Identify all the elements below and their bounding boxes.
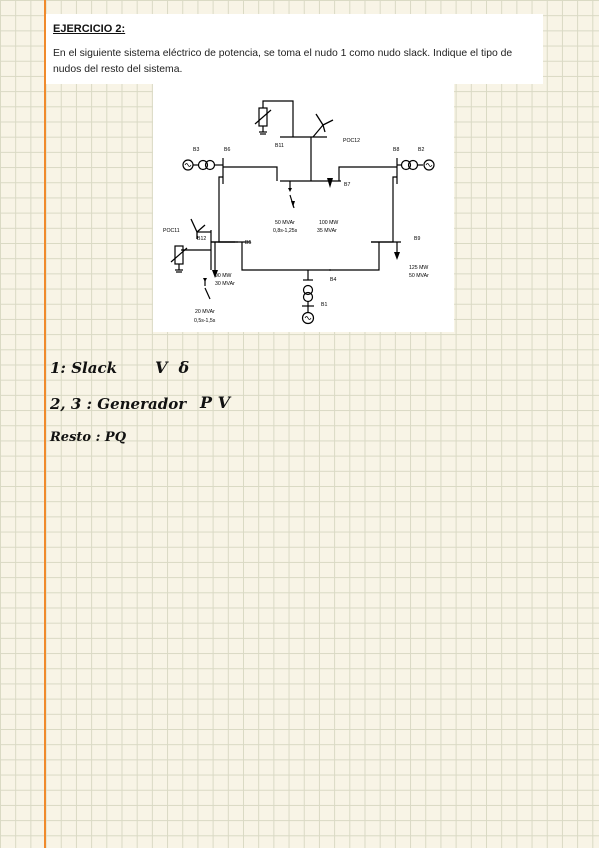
handwritten-rest-line: Resto : PQ <box>50 430 127 445</box>
bus-label-b2: B2 <box>418 147 424 153</box>
b9-load-mw: 125 MW <box>409 265 428 271</box>
bus-label-b12: B11 <box>275 143 284 149</box>
exercise-statement: En el siguiente sistema eléctrico de pot… <box>53 48 513 75</box>
bus-label-b9: B9 <box>414 236 420 242</box>
b9-load-mvar: 50 MVAr <box>409 273 429 279</box>
handwritten-generator-marks: P V <box>200 393 231 412</box>
notebook-margin-line <box>44 0 46 848</box>
handwritten-generator-line: 2, 3 : Generador <box>50 395 187 413</box>
b5-switched-time: 0,5s-1,5s <box>194 318 216 324</box>
bus-label-b5: B5 <box>245 240 251 246</box>
b7-load-mvar: 35 MVAr <box>317 228 337 234</box>
exercise-heading: EJERCICIO 2: <box>53 23 126 35</box>
handwritten-slack-line: 1: Slack <box>50 359 117 377</box>
bus-label-b6: B6 <box>224 147 230 153</box>
bus-label-b8: B8 <box>393 147 399 153</box>
poc12-label: POC12 <box>343 138 360 144</box>
b7-switched-mvar: 50 MVAr <box>275 220 295 226</box>
b5-load-mw: 90 MW <box>215 273 232 279</box>
b7-switched-time: 0,8s-1,25s <box>273 228 298 234</box>
bus-label-b11: B12 <box>197 236 206 242</box>
poc11-label: POC11 <box>163 228 180 234</box>
bus-label-b4: B4 <box>330 277 336 283</box>
b5-load-mvar: 30 MVAr <box>215 281 235 287</box>
b5-switched-mvar: 20 MVAr <box>195 309 215 315</box>
bus-label-b1: B1 <box>321 302 327 308</box>
exercise-box: EJERCICIO 2: En el siguiente sistema elé… <box>46 14 543 84</box>
bus-label-b7: B7 <box>344 182 350 188</box>
bus-label-b3: B3 <box>193 147 199 153</box>
power-system-diagram: B11 POC12 B3 B6 B8 B2 B7 50 MVAr 0,8s-1,… <box>153 84 454 332</box>
handwritten-slack-marks: V δ <box>155 358 190 377</box>
b7-load-mw: 100 MW <box>319 220 338 226</box>
